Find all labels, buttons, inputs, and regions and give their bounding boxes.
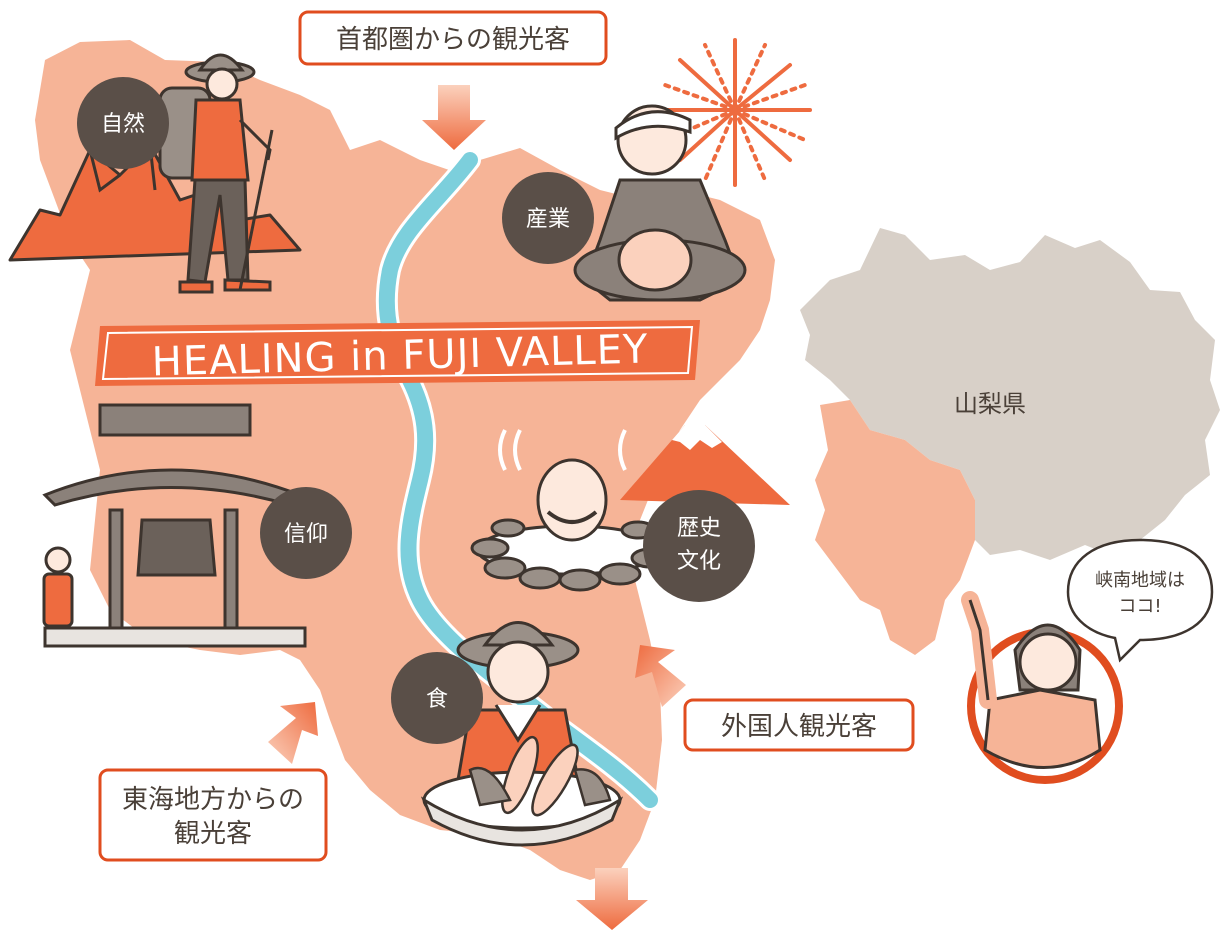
speech-bubble <box>1066 538 1214 663</box>
prefecture-label: 山梨県 <box>954 390 1026 418</box>
bubble-text-line2: ココ! <box>1118 596 1161 617</box>
theme-label-food: 食 <box>426 687 448 712</box>
theme-label-faith: 信仰 <box>284 522 328 547</box>
guide-illustration <box>961 591 1123 784</box>
arrow-from-tokai <box>268 702 318 764</box>
theme-circle-faith: 信仰 <box>260 487 352 579</box>
craftsman-illustration <box>573 104 747 302</box>
arrow-from-foreign <box>635 645 686 707</box>
visitor-label-tokai-line2: 観光客 <box>174 819 252 849</box>
onsen-illustration <box>470 429 670 592</box>
mount-fuji-illustration <box>620 425 790 505</box>
bubble-text-line1: 峡南地域は <box>1095 570 1185 591</box>
theme-circle-food: 食 <box>391 652 483 744</box>
visitor-label-tokai-line1: 東海地方からの <box>122 785 304 815</box>
theme-label-history-line1: 歴史 <box>677 516 721 541</box>
theme-circle-nature: 自然 <box>77 77 169 169</box>
arrow-from-capital <box>422 85 486 150</box>
visitor-box-foreign: 外国人観光客 <box>683 698 915 752</box>
theme-circle-industry: 産業 <box>502 172 594 264</box>
theme-label-industry: 産業 <box>526 207 570 232</box>
visitor-box-tokai: 東海地方からの 観光客 <box>98 768 328 862</box>
kyonan-area-shape <box>815 400 975 655</box>
arrow-to-south <box>576 868 648 930</box>
visitor-label-foreign: 外国人観光客 <box>721 712 877 742</box>
temple-bell-illustration <box>42 403 307 648</box>
yamanashi-prefecture-shape <box>800 228 1220 560</box>
theme-circle-history: 歴史 文化 <box>643 490 755 602</box>
title-banner: HEALING in FUJI VALLEY <box>95 320 700 386</box>
farmer-illustration <box>420 621 624 847</box>
fireworks-illustration <box>658 38 812 187</box>
visitor-box-capital: 首都圏からの観光客 <box>298 10 608 66</box>
theme-label-history-line2: 文化 <box>677 549 721 574</box>
theme-label-nature: 自然 <box>101 112 145 137</box>
visitor-label-capital: 首都圏からの観光客 <box>336 25 570 55</box>
